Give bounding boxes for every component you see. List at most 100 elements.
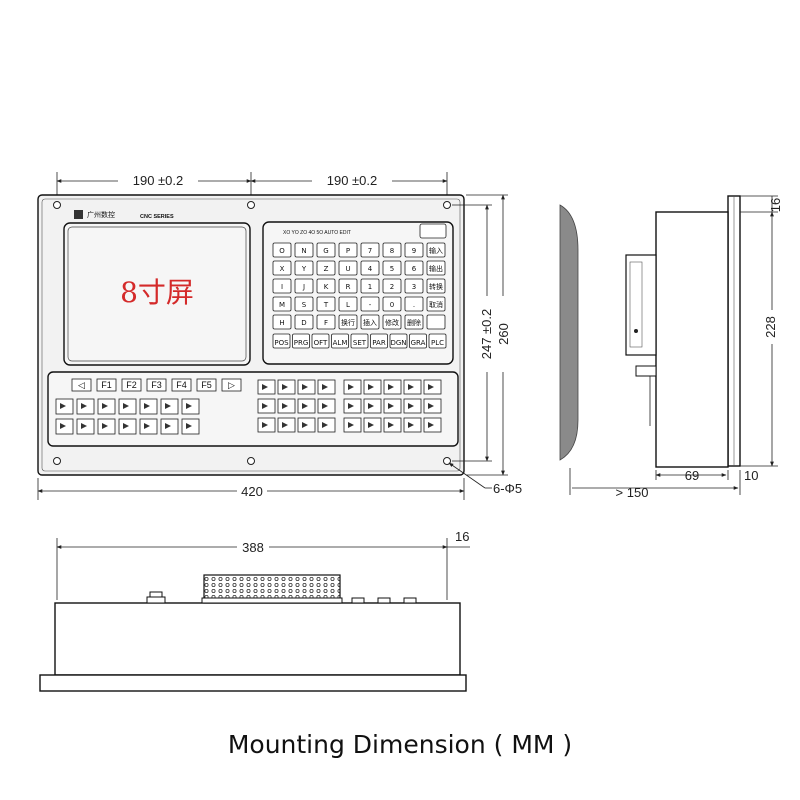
machine-key-icon: [368, 422, 374, 428]
keypad-key-label: Y: [301, 265, 307, 273]
keypad-key-label: N: [301, 247, 306, 255]
keypad-key: 输入: [426, 242, 446, 258]
machine-key-icon: [322, 422, 328, 428]
keypad-key-label: 插入: [363, 318, 377, 327]
machine-key: [55, 418, 74, 435]
keypad-key-label: I: [281, 283, 283, 291]
machine-key: [403, 398, 422, 414]
keypad-key: D: [294, 314, 314, 330]
height-label: 260: [496, 323, 511, 345]
page-key: GRA: [409, 333, 427, 349]
keypad-key-label: P: [346, 247, 350, 255]
machine-key-icon: [348, 403, 354, 409]
machine-key: [257, 379, 276, 395]
keypad-key-label: U: [345, 265, 350, 273]
series-label: CNC SERIES: [140, 214, 174, 220]
machine-key-icon: [322, 403, 328, 409]
brand-label: 广州数控: [87, 210, 115, 219]
machine-key: [383, 379, 402, 395]
keypad-key: M: [272, 296, 292, 312]
page-key: PRG: [292, 333, 310, 349]
machine-key-icon: [262, 403, 268, 409]
keypad-key: R: [338, 278, 358, 294]
page-key-label: PLC: [431, 339, 444, 347]
keypad-key-label: .: [413, 301, 415, 309]
keypad-key-label: 3: [412, 283, 416, 291]
keypad-key: 转换: [426, 278, 446, 294]
width-label: 420: [241, 484, 263, 499]
machine-key-icon: [81, 423, 87, 429]
keypad-key: 7: [360, 242, 380, 258]
page-key: OFT: [311, 333, 330, 349]
machine-key: [181, 418, 200, 435]
caption: Mounting Dimension ( MM ): [227, 730, 573, 759]
keypad-key: 换行: [338, 314, 358, 330]
keypad-key-label: X: [280, 265, 285, 273]
side-view: 16 228 > 150 69 10: [569, 195, 783, 500]
mode-row-label: XO YO ZO 4O 5O AUTO EDIT: [283, 230, 351, 236]
front-view: 190 ±0.2 190 ±0.2 广州数控 CNC SERIES 8寸屏 XO…: [37, 172, 522, 500]
machine-key-icon: [123, 403, 129, 409]
machine-key-icon: [262, 422, 268, 428]
machine-key-icon: [282, 384, 288, 390]
machine-key-icon: [302, 403, 308, 409]
keypad-key: 输出: [426, 260, 446, 276]
keypad-key-label: F: [324, 319, 328, 327]
keypad-key: 2: [382, 278, 402, 294]
keypad-key: 6: [404, 260, 424, 276]
function-key: ◁: [71, 378, 92, 392]
keypad-key-label: 4: [368, 265, 373, 273]
function-key: ▷: [221, 378, 242, 392]
reset-key: [419, 223, 447, 239]
machine-key: [423, 417, 442, 433]
machine-key: [297, 417, 316, 433]
side-top-label: 16: [768, 198, 783, 212]
top-thickness-label: 16: [455, 529, 469, 544]
machine-key: [97, 418, 116, 435]
keypad-key-label: K: [324, 283, 329, 291]
page-key: ALM: [331, 333, 349, 349]
side-depth-label: > 150: [616, 485, 649, 500]
keypad-key-label: 转换: [429, 282, 443, 291]
machine-key: [317, 417, 336, 433]
machine-key-icon: [408, 422, 414, 428]
machine-key-icon: [282, 403, 288, 409]
keypad-key-label: H: [279, 319, 284, 327]
machine-key: [139, 398, 158, 415]
keypad-key-label: Z: [324, 265, 329, 273]
function-key: F2: [121, 378, 142, 392]
keypad-key: I: [272, 278, 292, 294]
page-key-label: GRA: [411, 339, 426, 347]
keypad-key-label: J: [302, 283, 305, 291]
keypad-key: 修改: [382, 314, 402, 330]
keypad-key-label: 换行: [341, 318, 355, 327]
machine-key: [363, 417, 382, 433]
half-width-left-label: 190 ±0.2: [133, 173, 184, 188]
function-key: F5: [196, 378, 217, 392]
hole-height-label: 247 ±0.2: [479, 309, 494, 360]
keypad-key-label: 9: [412, 247, 416, 255]
page-key-label: SET: [353, 339, 367, 347]
keypad-key: H: [272, 314, 292, 330]
top-width-label: 388: [242, 540, 264, 555]
brand-logo-icon: [74, 210, 83, 219]
machine-key-icon: [408, 384, 414, 390]
function-key-label: F5: [201, 380, 212, 390]
machine-key: [423, 379, 442, 395]
machine-key-icon: [186, 423, 192, 429]
cabinet-section: [559, 204, 579, 461]
keypad-key-label: 删除: [407, 318, 421, 327]
lcd-screen: [63, 222, 251, 366]
keypad-key-label: G: [323, 247, 328, 255]
machine-key-icon: [102, 403, 108, 409]
machine-key: [257, 417, 276, 433]
page-key: SET: [350, 333, 369, 349]
keypad-key: N: [294, 242, 314, 258]
machine-key-icon: [428, 422, 434, 428]
machine-key-icon: [60, 403, 66, 409]
function-key: F3: [146, 378, 167, 392]
page-key: PLC: [428, 333, 447, 349]
keypad-key-label: 修改: [385, 318, 399, 327]
